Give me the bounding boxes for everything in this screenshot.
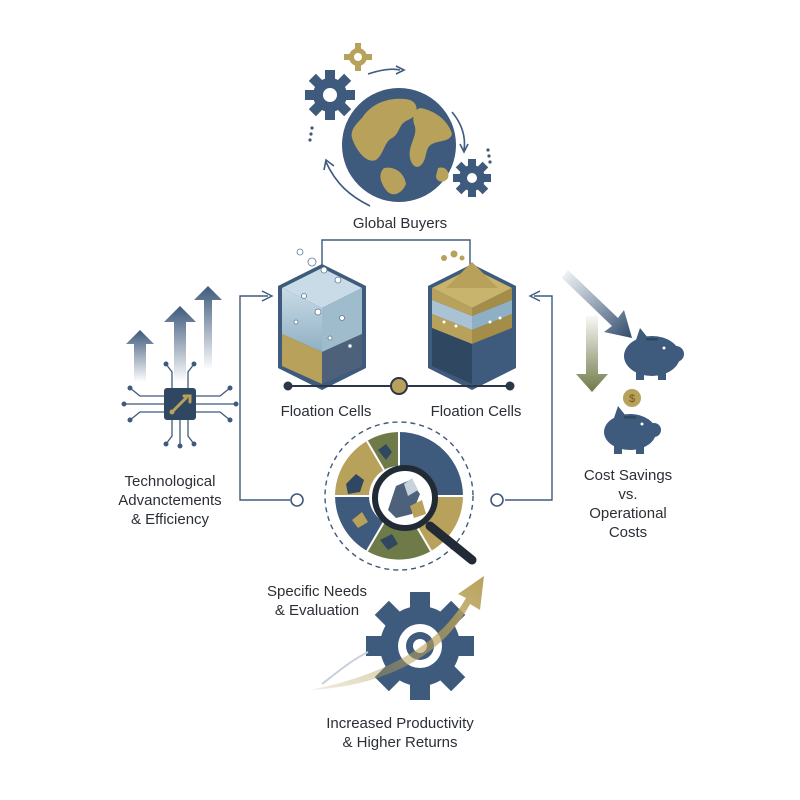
gear-icon: [453, 159, 491, 197]
svg-text:$: $: [629, 393, 635, 405]
increased-productivity-label: Increased Productivity & Higher Returns: [326, 715, 474, 751]
gear-icon: [305, 70, 355, 120]
global-buyers-graphic: [305, 43, 492, 207]
floation-cells-left-label: Floation Cells: [280, 403, 372, 420]
specific-needs-graphic: [324, 421, 477, 571]
cost-savings-graphic: $: [562, 270, 684, 454]
technological-advancements-label: Technological Advanctements & Efficiency: [118, 473, 222, 528]
floation-cells-right-label: Floation Cells: [430, 403, 522, 420]
technology-graphic: [121, 286, 239, 449]
floation-cell-left: [278, 248, 366, 390]
growth-gear-icon: [310, 576, 484, 700]
floation-cell-right: [428, 250, 516, 390]
connector-lines: [239, 239, 553, 501]
gear-icon: [344, 43, 372, 71]
piggy-bank-icon: [624, 328, 684, 380]
piggy-bank-icon: [604, 406, 661, 454]
cost-savings-label: Cost Savings vs. Operational Costs: [583, 467, 673, 541]
global-buyers-label: Global Buyers: [352, 215, 448, 232]
circuit-chip-icon: [164, 388, 196, 420]
cells-connector-slider: [283, 377, 515, 395]
globe-icon: [342, 88, 456, 202]
magnifier-icon: [372, 465, 477, 565]
coin-icon: $: [623, 389, 641, 407]
specific-needs-label: Specific Needs & Evaluation: [266, 583, 368, 619]
